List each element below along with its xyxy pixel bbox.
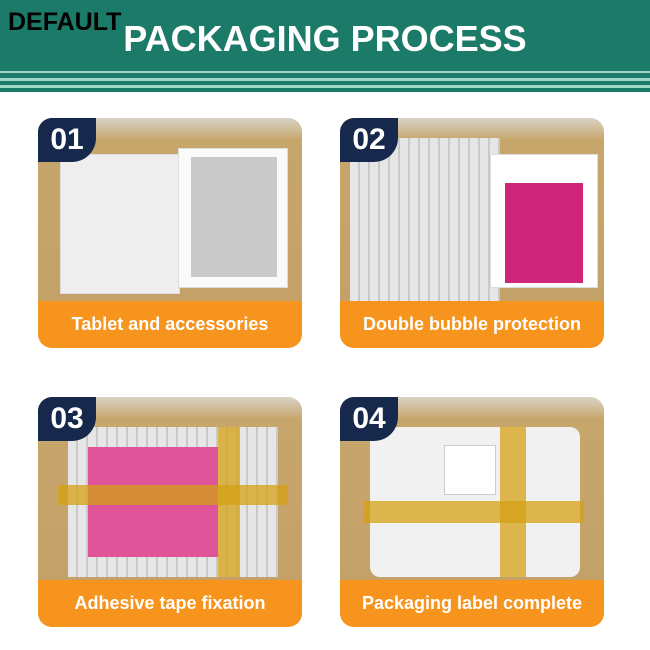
shipping-label [444, 445, 496, 495]
step-card-3: 03 Adhesive tape fixation [38, 397, 302, 627]
step-label: Adhesive tape fixation [38, 580, 302, 627]
tape [218, 427, 240, 577]
bubble-wrap [350, 138, 500, 302]
step-card-2: 02 Double bubble protection [340, 118, 604, 348]
tape [58, 485, 288, 505]
box-artwork [505, 183, 583, 283]
accessory-box [60, 154, 180, 294]
header-banner: PACKAGING PROCESS [0, 0, 650, 92]
tablet [178, 148, 288, 288]
watermark: DEFAULT [8, 8, 122, 36]
tablet-screen [191, 157, 277, 277]
step-number-badge: 02 [340, 118, 398, 162]
tape [500, 427, 526, 577]
header-stripe [0, 71, 650, 73]
step-label: Double bubble protection [340, 301, 604, 348]
step-label: Packaging label complete [340, 580, 604, 627]
step-label: Tablet and accessories [38, 301, 302, 348]
header-stripe [0, 78, 650, 81]
step-number-badge: 03 [38, 397, 96, 441]
step-photo [38, 118, 302, 302]
step-card-1: 01 Tablet and accessories [38, 118, 302, 348]
step-number-badge: 04 [340, 397, 398, 441]
header-stripe [0, 85, 650, 88]
step-photo [38, 397, 302, 581]
page-title: PACKAGING PROCESS [123, 18, 527, 59]
tablet-box [490, 154, 598, 288]
step-card-4: 04 Packaging label complete [340, 397, 604, 627]
tape [364, 501, 584, 523]
step-number-badge: 01 [38, 118, 96, 162]
